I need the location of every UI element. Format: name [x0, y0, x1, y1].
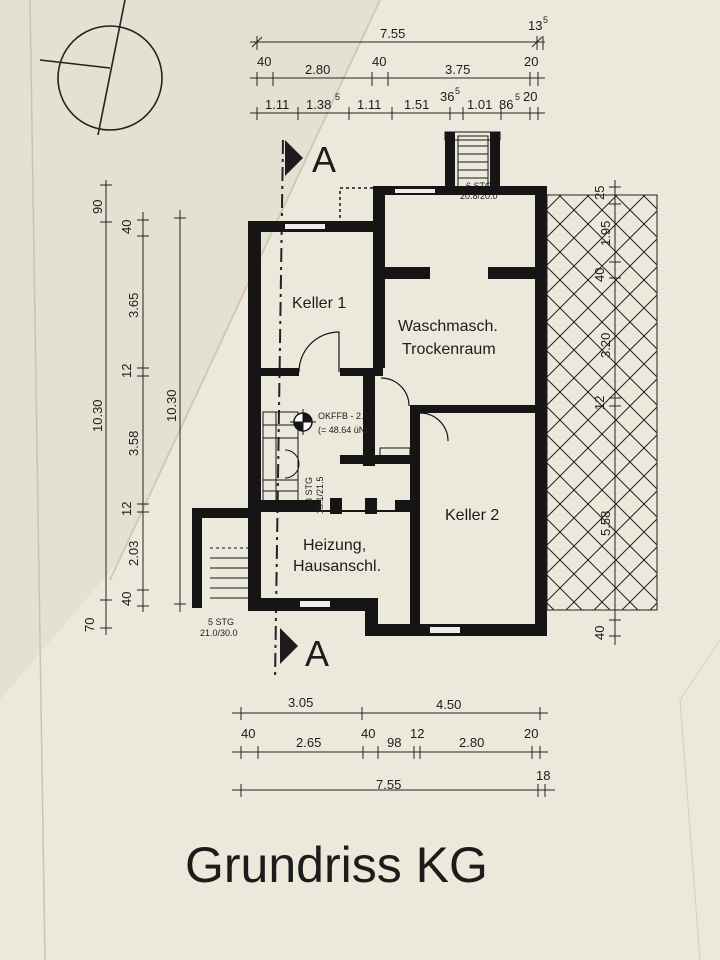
right-dimension [609, 180, 621, 645]
top-dim-r3-1-sup: 5 [335, 92, 340, 102]
top-dim-r3-4: 36 [440, 89, 454, 104]
level-marker-icon [290, 409, 316, 435]
stair-north-1: 6 STG [466, 181, 492, 191]
bottom-r2-1: 2.65 [296, 735, 321, 750]
room-label-heizung-1: Heizung, [303, 537, 366, 554]
bottom-r2-6: 20 [524, 726, 538, 741]
right-dim-5: 5.58 [598, 511, 613, 536]
right-dim-1: 1.95 [598, 221, 613, 246]
right-dim-4: 12 [592, 396, 607, 410]
room-label-wasch-2: Trockenraum [402, 341, 496, 358]
paper-edge-right [679, 639, 720, 960]
top-dimension-row-1 [250, 36, 545, 50]
terrace-hatch [546, 194, 658, 611]
left-inner-5: 2.03 [126, 541, 141, 566]
left-outer-2: 70 [82, 618, 97, 632]
bottom-r1-1: 4.50 [436, 697, 461, 712]
stair-outer-1: 5 STG [208, 617, 234, 627]
bottom-r2-2: 40 [361, 726, 375, 741]
stair-north-2: 20.8/20.0 [460, 191, 498, 201]
bottom-r3-total: 7.55 [376, 777, 401, 792]
top-dimension-row-2 [250, 72, 545, 86]
level-note-2: (= 48.64 üNN) [318, 425, 375, 435]
left-dimension-outer [100, 180, 112, 635]
page-title: Grundriss KG [185, 837, 488, 893]
top-dim-r2-0: 40 [257, 54, 271, 69]
bottom-dimension-row-3 [232, 784, 555, 797]
left-inner-4: 12 [119, 502, 134, 516]
top-dimension-row-3 [250, 107, 545, 120]
stair-inner-2: 18.1/21.5 [315, 476, 325, 514]
left-inner-3: 3.58 [126, 431, 141, 456]
top-dim-r2-2: 40 [372, 54, 386, 69]
top-dim-total: 7.55 [380, 26, 405, 41]
paper-edge-left [29, 0, 46, 960]
floor-plan [192, 131, 547, 636]
right-dim-2: 40 [592, 268, 607, 282]
bottom-r2-3: 98 [387, 735, 401, 750]
level-note-1: OKFFB - 2.35 [318, 411, 374, 421]
stair-inner-1: 13 STG [304, 477, 314, 508]
room-label-keller2: Keller 2 [445, 507, 499, 524]
top-dim-r3-7: 20 [523, 89, 537, 104]
section-marker-bottom: A [305, 633, 329, 674]
top-dim-right-sup: 5 [543, 15, 548, 25]
top-dim-r3-6: 86 [499, 97, 513, 112]
left-outer-1: 10.30 [90, 399, 105, 432]
bottom-r2-5: 2.80 [459, 735, 484, 750]
room-label-heizung-2: Hausanschl. [293, 558, 381, 575]
top-dim-r3-0: 1.11 [265, 97, 289, 112]
section-marker-top: A [312, 139, 336, 180]
right-dim-0: 25 [592, 186, 607, 200]
top-dim-r2-4: 20 [524, 54, 538, 69]
left-inner-0: 40 [119, 220, 134, 234]
top-dim-r3-1: 1.38 [306, 97, 331, 112]
room-label-keller1: Keller 1 [292, 295, 346, 312]
right-dim-6: 40 [592, 626, 607, 640]
bottom-dimension-row-2 [232, 746, 548, 759]
right-dim-3: 3.20 [598, 333, 613, 358]
bottom-dimension-row-1 [232, 707, 548, 720]
room-label-wasch-1: Waschmasch. [398, 318, 498, 335]
top-dim-r3-4-sup: 5 [455, 86, 460, 96]
left-inner-6: 40 [119, 592, 134, 606]
top-dim-r2-3: 3.75 [445, 62, 470, 77]
left-inner-1: 3.65 [126, 293, 141, 318]
top-dim-r3-2: 1.11 [357, 97, 381, 112]
paper-fold-line [109, 0, 381, 581]
top-dim-r3-6-sup: 5 [515, 92, 520, 102]
left-outer-0: 90 [90, 200, 105, 214]
top-dim-r3-3: 1.51 [404, 97, 429, 112]
left-total: 10.30 [164, 389, 179, 422]
bottom-r1-0: 3.05 [288, 695, 313, 710]
top-dim-r3-5: 1.01 [467, 97, 492, 112]
north-arrow-symbol [39, 0, 163, 136]
bottom-r2-0: 40 [241, 726, 255, 741]
bottom-r3-right: 18 [536, 768, 550, 783]
bottom-r2-4: 12 [410, 726, 424, 741]
left-dimension-total [174, 210, 186, 612]
top-dim-r2-1: 2.80 [305, 62, 330, 77]
left-inner-2: 12 [119, 364, 134, 378]
top-dim-right: 13 [528, 18, 542, 33]
left-dimension-inner [137, 212, 149, 612]
stair-outer-2: 21.0/30.0 [200, 628, 238, 638]
